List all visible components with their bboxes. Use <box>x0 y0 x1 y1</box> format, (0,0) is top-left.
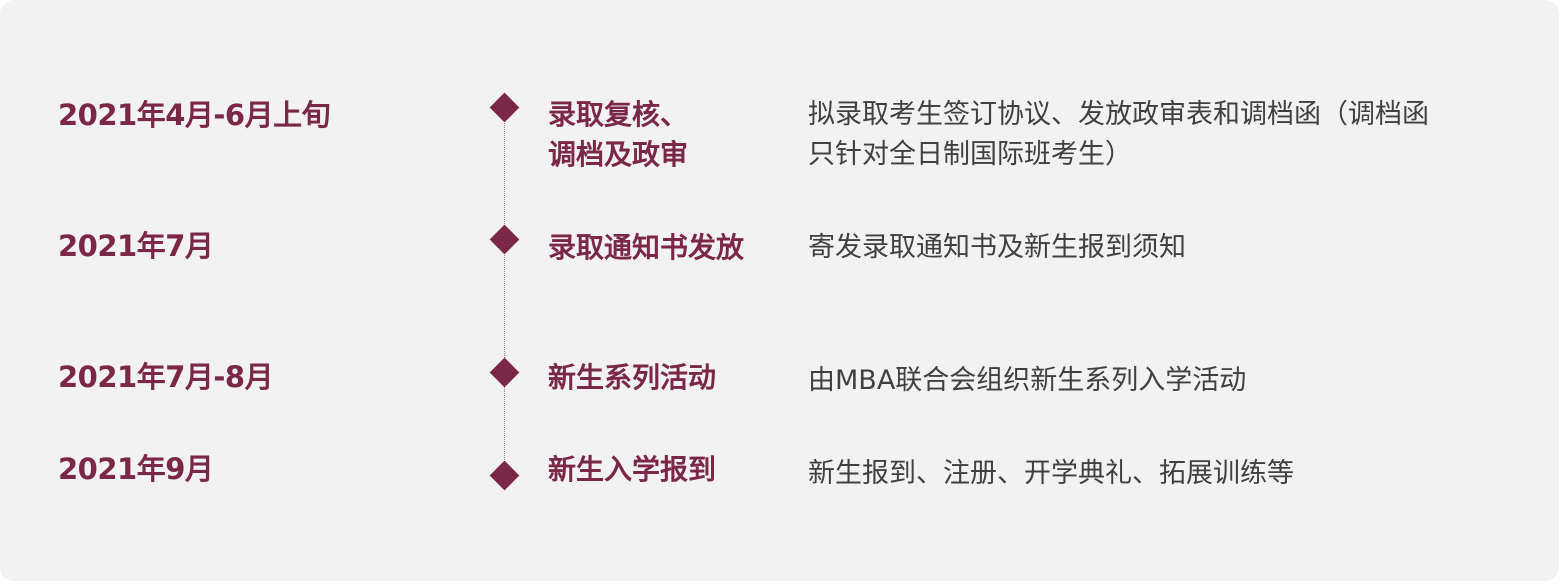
milestone-stage-line: 录取复核、 <box>548 98 689 131</box>
milestone-description-line: 寄发录取通知书及新生报到须知 <box>808 232 1186 263</box>
milestone-description: 寄发录取通知书及新生报到须知 <box>808 228 1186 268</box>
milestone-description: 拟录取考生签订协议、发放政审表和调档函（调档函 只针对全日制国际班考生） <box>808 95 1429 175</box>
diamond-marker-icon <box>489 224 520 255</box>
milestone-date: 2021年9月 <box>58 452 214 486</box>
milestone-stage-line: 调档及政审 <box>548 138 689 171</box>
milestone-date: 2021年4月-6月上旬 <box>58 98 331 132</box>
milestone-description-line: 拟录取考生签订协议、发放政审表和调档函（调档函 <box>808 99 1429 130</box>
milestone-stage: 录取复核、 调档及政审 <box>548 95 688 175</box>
timeline-line <box>504 106 505 478</box>
milestone-description-line: 新生报到、注册、开学典礼、拓展训练等 <box>808 458 1294 489</box>
milestone-description: 由MBA联合会组织新生系列入学活动 <box>808 361 1246 401</box>
milestone-stage: 录取通知书发放 <box>548 228 744 268</box>
milestone-stage: 新生入学报到 <box>548 450 716 490</box>
milestone-stage-line: 录取通知书发放 <box>548 231 745 264</box>
milestone-description-line: 只针对全日制国际班考生） <box>808 139 1132 170</box>
milestone-date: 2021年7月-8月 <box>58 360 274 394</box>
diamond-marker-icon <box>489 460 520 491</box>
diamond-marker-icon <box>489 92 520 123</box>
milestone-stage: 新生系列活动 <box>548 358 716 398</box>
milestone-stage-line: 新生入学报到 <box>548 453 717 486</box>
milestone-description-line: 由MBA联合会组织新生系列入学活动 <box>808 365 1247 396</box>
diamond-marker-icon <box>489 357 520 388</box>
milestone-date: 2021年7月 <box>58 229 214 263</box>
milestone-description: 新生报到、注册、开学典礼、拓展训练等 <box>808 454 1294 494</box>
milestone-stage-line: 新生系列活动 <box>548 361 717 394</box>
